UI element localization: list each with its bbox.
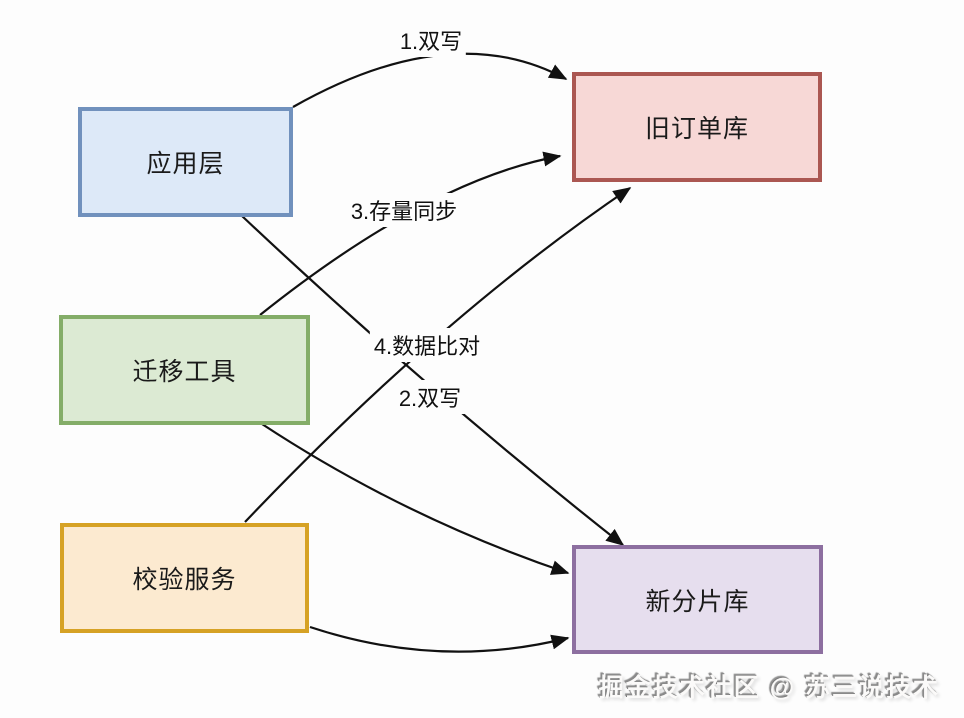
edge-validation-to-new-shard (309, 625, 570, 653)
node-migration-tool: 迁移工具 (59, 315, 310, 425)
watermark: 掘金技术社区 @ 苏三说技术 (598, 674, 940, 702)
edge-label-double-write-2: 2.双写 (394, 380, 466, 414)
node-old-order-db-label: 旧订单库 (644, 115, 749, 143)
edge-migration-to-new-shard (261, 423, 570, 575)
edge-app-to-old-order (292, 52, 568, 108)
node-app-layer-label: 应用层 (146, 150, 225, 178)
edge-label-stock-sync: 3.存量同步 (346, 193, 462, 227)
node-app-layer: 应用层 (78, 107, 293, 217)
edge-label-data-compare: 4.数据比对 (369, 328, 485, 362)
node-new-shard-db: 新分片库 (572, 545, 823, 654)
node-validation-service: 校验服务 (60, 523, 309, 633)
edge-migration-to-old-order (259, 151, 562, 316)
node-new-shard-db-label: 新分片库 (645, 587, 750, 616)
node-migration-tool-label: 迁移工具 (132, 358, 237, 386)
node-old-order-db: 旧订单库 (572, 72, 822, 182)
edge-label-double-write-1: 1.双写 (395, 23, 467, 57)
node-validation-service-label: 校验服务 (132, 566, 237, 594)
